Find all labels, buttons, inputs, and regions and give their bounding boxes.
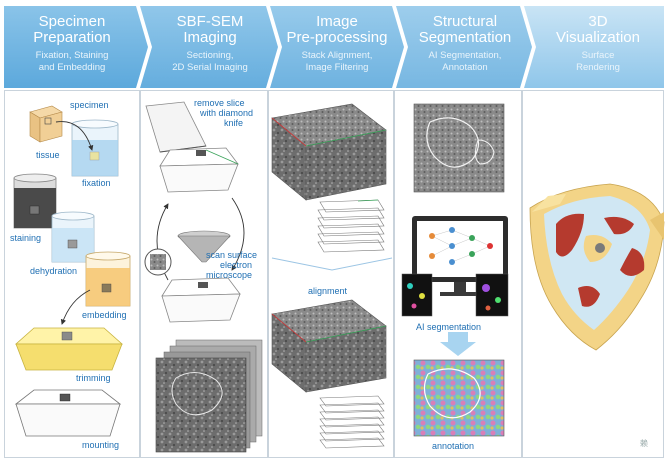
transfer-arrow-2 — [60, 289, 91, 325]
step-2-sub-line1: Sectioning, — [186, 50, 234, 61]
chevron-2 — [140, 6, 278, 88]
label-embedding: embedding — [82, 310, 127, 320]
sample-block-top — [159, 147, 239, 193]
transfer-arrow-1 — [55, 121, 94, 151]
slice-stack-bottom — [319, 395, 385, 449]
step-4-sub-line1: AI Segmentation, — [428, 50, 502, 61]
step-1-sub-line2: and Embedding — [38, 62, 106, 73]
embedding-beaker — [85, 251, 131, 307]
label-scan-3: microscope — [206, 270, 253, 280]
neural-network-graph — [429, 227, 493, 265]
scan-zoom-icon — [144, 248, 172, 276]
step-5-title-line2: Visualization — [556, 29, 640, 46]
chevron-5 — [524, 6, 664, 88]
volume-block-bottom — [271, 299, 387, 393]
annotated-image — [413, 359, 505, 437]
electron-microscope-cone — [177, 230, 231, 263]
step-5-sub-line2: Rendering — [576, 62, 620, 73]
step-4-sub-line2: Annotation — [442, 62, 488, 73]
step-5-header: 3D Visualization Surface Rendering — [532, 6, 664, 88]
step-1-title-line1: Specimen — [38, 13, 106, 30]
label-alignment: alignment — [308, 286, 348, 296]
alignment-divider — [271, 257, 393, 271]
computer-monitor — [412, 216, 508, 296]
chevron-3 — [270, 6, 404, 88]
step-4-title-line1: Structural — [432, 13, 498, 30]
serial-images-stack — [155, 339, 263, 453]
step-2-title-line2: Imaging — [183, 29, 237, 46]
chevron-1 — [4, 6, 148, 88]
label-dehydration: dehydration — [30, 266, 78, 276]
step-3-title-line2: Pre-processing — [286, 29, 388, 46]
label-mounting: mounting — [82, 440, 120, 450]
label-trimming: trimming — [76, 373, 111, 383]
step-1-sub-line1: Fixation, Staining — [35, 50, 109, 61]
3d-surface-rendering — [529, 183, 665, 351]
step-2-sub-line2: 2D Serial Imaging — [172, 62, 248, 73]
label-tissue: tissue — [36, 150, 60, 160]
label-scan-2: electron — [220, 260, 253, 270]
step-5-sub-line1: Surface — [581, 50, 615, 61]
segmentation-thumbnail-left — [401, 273, 433, 317]
step-5-title-line1: 3D — [588, 13, 608, 30]
em-image-sample — [413, 103, 505, 193]
staining-beaker — [13, 173, 57, 229]
slice-stack-top — [317, 199, 385, 253]
label-staining: staining — [10, 233, 42, 243]
diamond-knife — [145, 101, 207, 153]
label-annotation: annotation — [432, 441, 475, 451]
label-fixation: fixation — [82, 178, 111, 188]
step-3-title-line1: Image — [316, 13, 358, 30]
mounting-block — [14, 389, 122, 437]
label-remove-slice-2: with diamond — [200, 108, 254, 118]
step-2-header: SBF-SEM Imaging Sectioning, 2D Serial Im… — [150, 6, 270, 88]
dehydration-beaker — [51, 211, 95, 263]
step-1-header: Specimen Preparation Fixation, Staining … — [4, 6, 140, 88]
volume-block-top — [271, 103, 387, 201]
watermark-text: 赖 — [640, 438, 648, 448]
step-3-header: Image Pre-processing Stack Alignment, Im… — [278, 6, 396, 88]
label-remove-slice-3: knife — [224, 118, 244, 128]
fixation-beaker — [71, 119, 119, 177]
sample-block-bottom — [161, 277, 241, 323]
label-specimen: specimen — [70, 100, 109, 110]
chevron-4 — [396, 6, 532, 88]
step-3-sub-line1: Stack Alignment, — [301, 50, 373, 61]
down-arrow-icon — [440, 332, 476, 356]
label-scan-1: scan surface — [206, 250, 258, 260]
cycle-arrow-right — [231, 197, 245, 271]
label-ai-segmentation: AI segmentation — [416, 322, 482, 332]
step-1-title-line2: Preparation — [33, 29, 111, 46]
step-2-title-line1: SBF-SEM — [176, 13, 244, 30]
segmentation-thumbnail-right — [475, 273, 509, 317]
step-4-header: Structural Segmentation AI Segmentation,… — [404, 6, 526, 88]
step-3-sub-line2: Image Filtering — [305, 62, 369, 73]
label-remove-slice-1: remove slice — [194, 98, 245, 108]
trimming-block — [14, 327, 124, 371]
specimen-cube — [29, 105, 63, 143]
step-4-title-line2: Segmentation — [418, 29, 512, 46]
